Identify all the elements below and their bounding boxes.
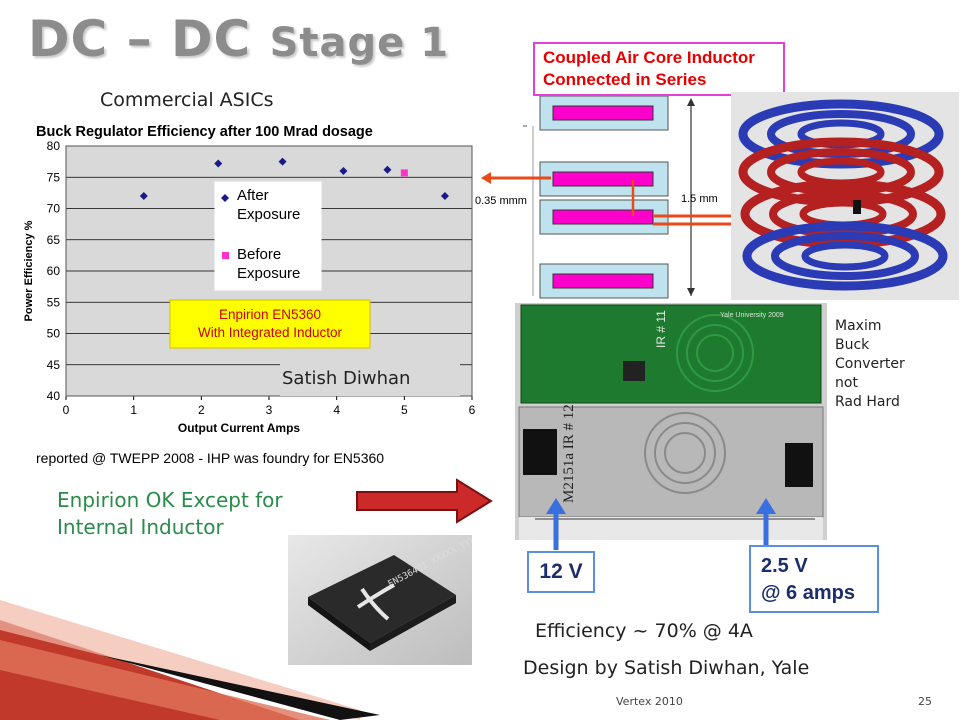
y-tick-label: 65: [47, 233, 61, 247]
satish-diwhan-label: Satish Diwhan: [282, 368, 411, 389]
y-tick-label: 50: [47, 327, 61, 341]
before-exposure-point: [400, 169, 408, 177]
after-exposure-point: [440, 192, 449, 200]
x-tick-label: 2: [198, 403, 205, 417]
title-stage: Stage 1: [269, 20, 450, 66]
efficiency-chart: Buck Regulator Efficiency after 100 Mrad…: [18, 118, 480, 468]
board-label-3: Yale University 2009: [720, 312, 784, 319]
y-tick-label: 80: [47, 139, 61, 153]
inductor-cross-section: 0.35 mmm 1.5 mm: [475, 96, 733, 299]
after-exposure-point: [278, 157, 287, 166]
output-voltage-box: 2.5 V @ 6 amps: [749, 545, 879, 613]
after-exposure-point: [214, 159, 223, 168]
x-axis-label: Output Current Amps: [178, 421, 301, 435]
y-tick-label: 40: [47, 389, 61, 403]
slide-title: DC – DC Stage 1: [28, 10, 449, 68]
coil-3d-render: [731, 92, 959, 300]
x-tick-label: 1: [130, 403, 137, 417]
x-tick-label: 4: [333, 403, 340, 417]
maxim-note-line-5: Rad Hard: [835, 394, 900, 410]
enpirion-annotation: Enpirion EN5360 With Integrated Inductor: [169, 299, 371, 349]
board-label-2: M2151a IR # 12: [561, 404, 577, 503]
maxim-note-line-4: not: [835, 375, 858, 391]
legend-before-label-2: Exposure: [237, 265, 300, 282]
data-points: [139, 157, 449, 200]
enpirion-note-2: Internal Inductor: [57, 515, 224, 539]
commercial-asics-label: Commercial ASICs: [100, 89, 274, 111]
right-arrow: [356, 478, 493, 524]
output-voltage: 2.5 V: [761, 555, 808, 577]
y-tick-label: 55: [47, 295, 61, 309]
pcb-photo: IR # 11 Yale University 2009 M2151a IR #…: [515, 303, 827, 540]
y-tick-label: 45: [47, 358, 61, 372]
enpirion-note-1: Enpirion OK Except for: [57, 488, 283, 512]
callout-line-1: Coupled Air Core Inductor: [543, 48, 755, 67]
enpirion-logo: [356, 583, 395, 621]
legend-before-label: Before: [237, 246, 281, 263]
satish-label-bg: [280, 364, 460, 396]
layer-stack: [539, 96, 669, 299]
legend-after-label: After: [237, 187, 269, 204]
after-exposure-point: [339, 167, 348, 175]
annotation-line-1: Enpirion EN5360: [219, 307, 321, 322]
chart-title: Buck Regulator Efficiency after 100 Mrad…: [36, 124, 373, 140]
voltage-arrows: [546, 498, 776, 550]
orange-arrows: [481, 172, 733, 226]
legend-after-label-2: Exposure: [237, 206, 300, 223]
dim-left-label: 0.35 mmm: [475, 195, 527, 207]
legend: After Exposure Before Exposure: [214, 181, 322, 291]
y-tick-label: 75: [47, 170, 61, 184]
y-tick-label: 60: [47, 264, 61, 278]
maxim-note-line-2: Buck: [835, 337, 870, 353]
callout-line-2: Connected in Series: [543, 70, 707, 89]
title-main: DC – DC: [28, 10, 270, 68]
after-exposure-point: [383, 165, 392, 174]
y-tick-labels: 40 45 50 55 60 65 70 75 80: [47, 139, 61, 403]
x-tick-label: 0: [63, 403, 70, 417]
maxim-note-line-1: Maxim: [835, 318, 882, 334]
x-tick-labels: 0 1 2 3 4 5 6: [63, 403, 476, 417]
output-current: @ 6 amps: [761, 582, 855, 604]
maxim-note: Maxim Buck Converter not Rad Hard: [835, 317, 905, 412]
x-tick-label: 6: [469, 403, 476, 417]
swoosh-decoration: [0, 600, 380, 720]
x-tick-label: 3: [266, 403, 273, 417]
after-exposure-point: [139, 192, 148, 200]
input-voltage-box: 12 V: [527, 551, 595, 593]
dim-right-label: 1.5 mm: [681, 193, 718, 205]
y-tick-label: 70: [47, 202, 61, 216]
page-number: 25: [918, 695, 932, 708]
dimension-markers: 0.35 mmm 1.5 mm: [475, 98, 718, 296]
legend-before-marker: [222, 252, 229, 259]
efficiency-caption: Efficiency ~ 70% @ 4A: [535, 620, 753, 642]
maxim-note-line-3: Converter: [835, 356, 905, 372]
annotation-line-2: With Integrated Inductor: [198, 325, 343, 340]
plot-border: [65, 145, 473, 397]
source-note: reported @ TWEPP 2008 - IHP was foundry …: [36, 450, 384, 466]
x-tick-label: 5: [401, 403, 408, 417]
design-credit: Design by Satish Diwhan, Yale: [523, 657, 810, 679]
y-axis-label: Power Efficiency %: [23, 220, 35, 321]
legend-after-marker: [221, 194, 229, 202]
board-label-1: IR # 11: [654, 310, 668, 348]
coupled-inductor-callout: Coupled Air Core Inductor Connected in S…: [533, 42, 785, 96]
enpirion-chip-image: EN5364QI XXXXX YYWW: [288, 535, 472, 665]
footer-center: Vertex 2010: [616, 695, 683, 708]
